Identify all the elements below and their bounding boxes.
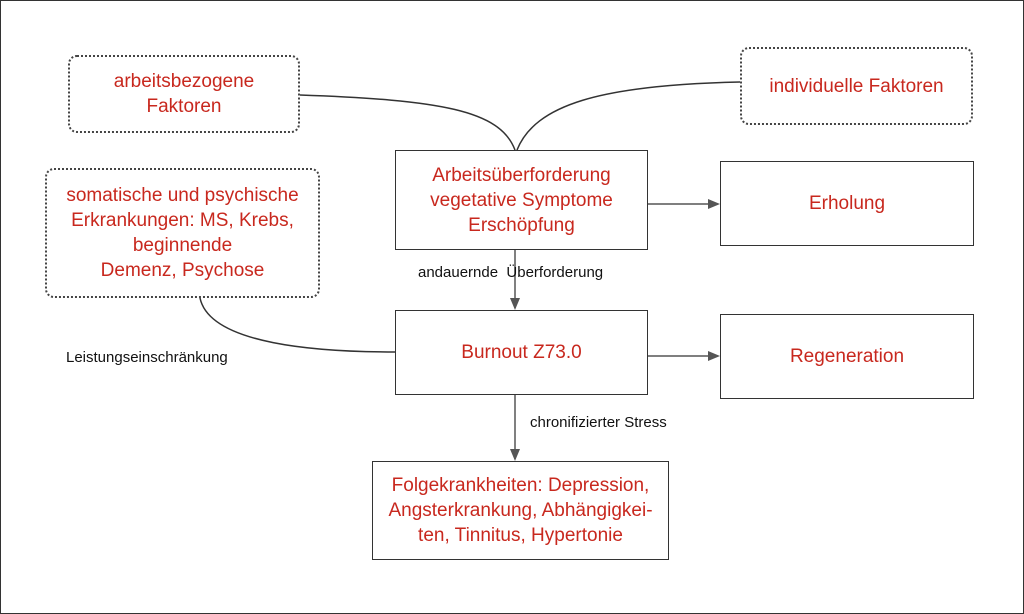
recovery-text: Erholung xyxy=(808,193,886,214)
work-factors-text: arbeitsbezogene Faktoren xyxy=(113,71,255,117)
illness-box: somatische und psychische Erkrankungen: … xyxy=(45,168,320,298)
burnout-box: Burnout Z73.0 xyxy=(395,310,648,395)
work-factors-box: arbeitsbezogene Faktoren xyxy=(68,55,300,133)
consequences-text: Folgekrankheiten: Depression, Angsterkra… xyxy=(388,475,653,546)
individual-factors-box: individuelle Faktoren xyxy=(740,47,973,125)
burnout-text: Burnout Z73.0 xyxy=(461,342,582,363)
curve-individual-to-overload xyxy=(516,81,741,151)
edge-label-chronic-stress: chronifizierter Stress xyxy=(530,414,667,431)
recovery-box: Erholung xyxy=(720,161,974,246)
regeneration-text: Regeneration xyxy=(789,346,905,367)
overload-box: Arbeitsüberforderung vegetative Symptome… xyxy=(395,150,648,250)
overload-text: Arbeitsüberforderung vegetative Symptome… xyxy=(430,164,613,236)
curve-illness-to-burnout xyxy=(199,297,396,353)
edge-label-sustained-overload: andauernde Überforderung xyxy=(418,264,604,281)
consequences-box: Folgekrankheiten: Depression, Angsterkra… xyxy=(372,461,669,560)
regeneration-box: Regeneration xyxy=(720,314,974,399)
illness-text: somatische und psychische Erkrankungen: … xyxy=(66,185,299,281)
curve-work-to-overload xyxy=(299,94,516,151)
edge-label-performance-limit: Leistungseinschränkung xyxy=(66,349,228,366)
individual-factors-text: individuelle Faktoren xyxy=(769,75,944,97)
